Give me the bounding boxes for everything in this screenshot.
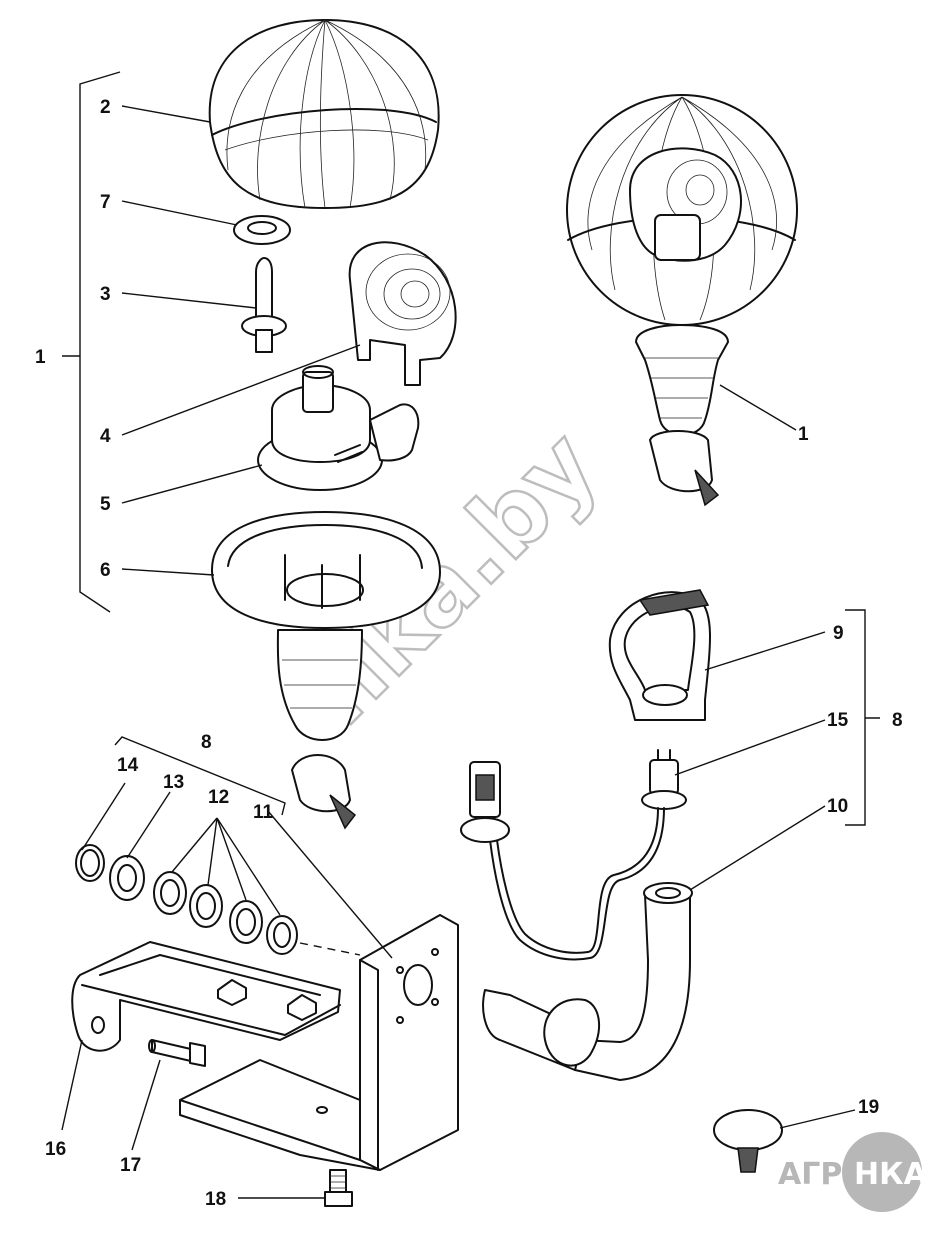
callout-6: 6: [100, 560, 111, 581]
callout-labels: 1 2 7 3 4 5 6 1 9 15 8 10 8 14 13 12 11 …: [35, 97, 903, 1210]
part-15-connector: [641, 749, 687, 810]
part-12-leaders: [171, 817, 281, 916]
logo-text-left: АГРО: [778, 1157, 868, 1192]
part-6-base-housing: [211, 511, 441, 830]
part-3-bulb: [241, 257, 287, 353]
part-9-mount-loop: [608, 589, 711, 721]
part-16-mounting-plate: [71, 941, 341, 1052]
callout-19: 19: [858, 1097, 879, 1118]
callout-9: 9: [833, 623, 844, 644]
callout-3: 3: [100, 284, 111, 305]
callout-8-right: 8: [892, 710, 903, 731]
part-4-reflector: [348, 241, 457, 386]
part-5-motor-unit: [257, 365, 420, 491]
part-2-dome-lens: [208, 19, 440, 209]
part-13-washer: [109, 855, 145, 901]
callout-10: 10: [827, 796, 848, 817]
callout-7: 7: [100, 192, 111, 213]
callout-1-left: 1: [35, 347, 46, 368]
callout-15: 15: [827, 710, 849, 731]
callout-5: 5: [100, 494, 111, 515]
part-17-bolt: [148, 1039, 206, 1067]
part-10-cable-plug: [460, 761, 665, 961]
assembly-bracket-8-right: [845, 609, 880, 826]
callout-17: 17: [120, 1155, 141, 1176]
part-14-circlip: [75, 844, 105, 882]
part-7-ring-nut: [233, 215, 291, 245]
part-11-angle-bracket: [179, 914, 459, 1171]
callout-11: 11: [253, 802, 274, 823]
callout-12: 12: [208, 787, 229, 808]
axis-line: [299, 942, 361, 956]
part-12-washers: [153, 871, 298, 955]
leader-lines: [61, 105, 856, 1199]
callout-14: 14: [117, 755, 139, 776]
callout-8-left: 8: [201, 732, 212, 753]
part-19-cap: [713, 1109, 783, 1173]
callout-16: 16: [45, 1139, 66, 1160]
callout-2: 2: [100, 97, 111, 118]
part-10-tube-mount: [482, 882, 693, 1081]
agronka-logo: АГРО НКА: [778, 1132, 928, 1212]
logo-text-right: НКА: [854, 1157, 928, 1192]
callout-1-right: 1: [798, 424, 809, 445]
part-18-bolt: [324, 1169, 353, 1207]
callout-4: 4: [100, 426, 111, 447]
assembly-bracket-8-left: [114, 736, 286, 816]
assembly-bracket-1: [79, 71, 121, 613]
callout-18: 18: [205, 1189, 226, 1210]
callout-13: 13: [163, 772, 184, 793]
logo-circle: [842, 1132, 922, 1212]
part-1-assembled-beacon: [566, 94, 798, 507]
